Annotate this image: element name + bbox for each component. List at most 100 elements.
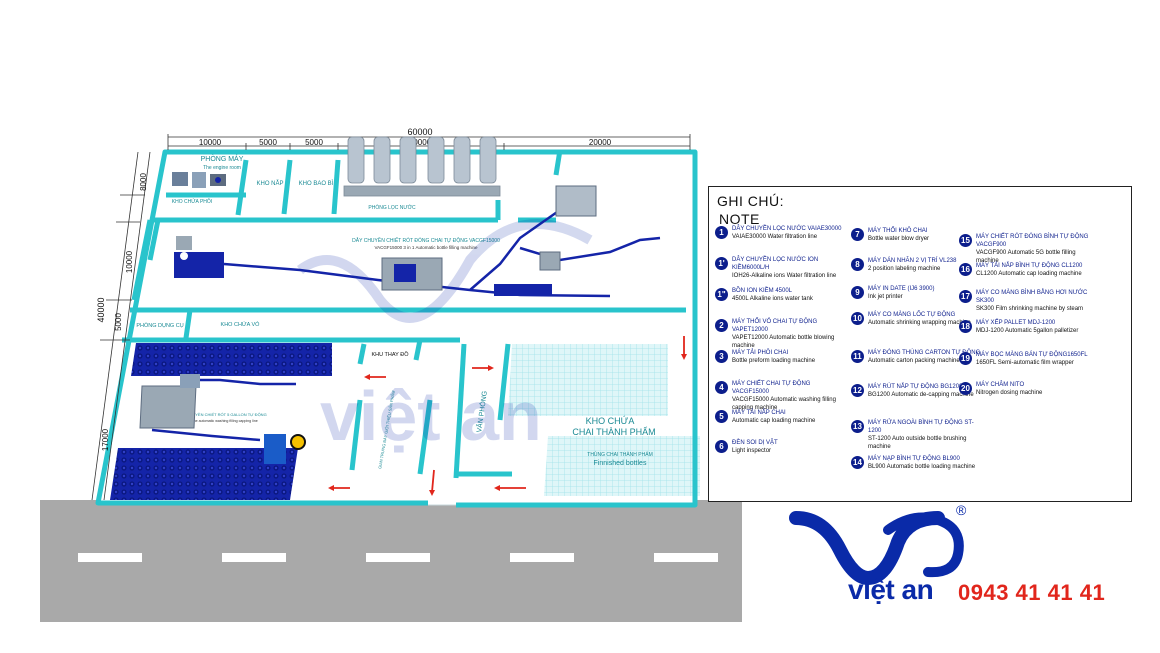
- room-engine-vn: PHÒNG MÁY: [201, 154, 244, 163]
- blowing-machine: [174, 236, 224, 278]
- legend-item-vn: MÁY TẢI NẮP BÌNH TỰ ĐỘNG CL1200: [976, 263, 1083, 269]
- legend-item-en: MDJ-1200 Automatic 5gallon palletizer: [976, 328, 1079, 334]
- crate-storage-bottom: [110, 448, 298, 500]
- legend-item-en: ST-1200 Auto outside bottle brushing mac…: [868, 436, 967, 450]
- legend-item-vn: MÁY CHIẾT CHAI TỰ ĐỘNG VACGF15000: [732, 381, 811, 395]
- legend-item-vn: MÁY BỌC MÀNG BÁN TỰ ĐỘNG1650FL: [976, 352, 1088, 358]
- legend-item-text: MÁY TẢI NẮP CHAI Automatic cap loading ma…: [732, 409, 848, 425]
- line-subtitle: VACGF15000 3 in 1 Automatic bottle filli…: [375, 245, 478, 250]
- legend-item-number: 19: [959, 352, 972, 365]
- legend-item-text: MÁY CHIẾT RÓT ĐÓNG BÌNH TỰ ĐỘNG VACGF900…: [976, 233, 1092, 265]
- legend-item-vn: MÁY TẢI PHÔI CHAI: [732, 350, 789, 356]
- legend-item-en: SK300 Film shrinking machine by steam: [976, 306, 1084, 312]
- legend-item-text: MÁY CHÂM NITO Nitrogen dosing machine: [976, 381, 1092, 397]
- dim-left-4: 17000: [101, 428, 110, 451]
- legend-title: GHI CHÚ:: [717, 193, 784, 209]
- legend-item-text: MÁY IN DATE (IJ6 3900)Ink jet printer: [868, 285, 984, 301]
- brand-name: việt an: [848, 574, 934, 605]
- legend-item: 3 MÁY TẢI PHÔI CHAI Bottle preform loading…: [715, 349, 848, 365]
- legend-item-en: Nitrogen dosing machine: [976, 390, 1043, 396]
- legend-item-en: Automatic shrinking wrapping machine: [868, 320, 971, 326]
- legend-item-vn: MÁY XẾP PALLET MDJ-1200: [976, 320, 1056, 326]
- legend-item-number: 13: [851, 420, 864, 433]
- filtration-tanks: [343, 136, 501, 197]
- legend-item-en: BL900 Automatic bottle loading machine: [868, 464, 976, 470]
- room-tools: PHÒNG DỤNG CỤ: [136, 322, 183, 329]
- dim-top-4: 20000: [409, 138, 432, 147]
- legend-item-en: Automatic cap loading machine: [732, 418, 816, 424]
- registered-mark: ®: [956, 502, 967, 518]
- legend-item-vn: MÁY IN DATE (IJ6 3900): [868, 286, 935, 292]
- legend-item-text: MÁY TẢI PHÔI CHAI Bottle preform loading …: [732, 349, 848, 365]
- dim-left-total: 40000: [96, 297, 106, 322]
- room-finished-1: KHO CHỨA: [586, 416, 635, 426]
- room-preform: KHO CHỨA PHÔI: [172, 198, 212, 205]
- legend-item-number: 17: [959, 290, 972, 303]
- legend-item-number: 15: [959, 234, 972, 247]
- brand-logo: [789, 511, 964, 586]
- room-cap-store: KHO NẮP: [256, 179, 283, 187]
- packing-machines: [494, 185, 597, 296]
- room-finished-2: CHAI THÀNH PHẨM: [572, 426, 655, 437]
- legend-item-number: 8: [851, 258, 864, 271]
- legend-item-number: 3: [715, 350, 728, 363]
- room-box: KHO CHỨA VỎ: [221, 321, 261, 328]
- flow-arrows: [328, 336, 687, 496]
- dim-left-2: 10000: [125, 250, 134, 273]
- legend-item-vn: MÁY ĐÓNG THÙNG CARTON TỰ ĐỘNG: [868, 350, 981, 356]
- legend-item-number: 12: [851, 384, 864, 397]
- legend-item-vn: MÁY RÚT NẮP TỰ ĐỘNG BG1200: [868, 384, 963, 390]
- legend-item-en: Bottle preform loading machine: [732, 358, 816, 364]
- legend-item: 5 MÁY TẢI NẮP CHAI Automatic cap loading m…: [715, 409, 848, 425]
- legend-item: 15 MÁY CHIẾT RÓT ĐÓNG BÌNH TỰ ĐỘNG VACGF9…: [959, 233, 1092, 265]
- legend-item-number: 5: [715, 410, 728, 423]
- legend-item: 9 MÁY IN DATE (IJ6 3900)Ink jet printer: [851, 285, 984, 301]
- legend-item-vn: ĐÈN SOI DỊ VẬT: [732, 440, 778, 446]
- legend-item-number: 14: [851, 456, 864, 469]
- legend-item-vn: MÁY RỬA NGOÀI BÌNH TỰ ĐỘNG ST-1200: [868, 420, 974, 434]
- legend-item-number: 18: [959, 320, 972, 333]
- legend-item-en: VAPET12000 Automatic bottle blowing mach…: [732, 335, 835, 349]
- washing-line-vn: DÂY CHUYỀN CHIẾT RÓT 5 GALLON TỰ ĐỘNG: [177, 412, 266, 417]
- legend-item-number: 16: [959, 263, 972, 276]
- legend-item-vn: MÁY TẢI NẮP CHAI: [732, 410, 786, 416]
- watermark: việt an: [297, 219, 593, 455]
- crate-storage-top: [131, 343, 332, 376]
- legend-item-text: MÁY CO MÀNG LỐC TỰ ĐỘNG Automatic shrinki…: [868, 311, 984, 327]
- legend-item-vn: MÁY DÁN NHÃN 2 VỊ TRÍ VL238: [868, 258, 957, 264]
- legend-item-en: Bottle water blow dryer: [868, 236, 930, 242]
- legend-item-vn: DÂY CHUYỀN LỌC NƯỚC VAIAE30000: [732, 226, 842, 232]
- legend-item-number: 1: [715, 226, 728, 239]
- legend-item-number: 9: [851, 286, 864, 299]
- finished-goods-grid: [508, 344, 668, 416]
- line-title: DÂY CHUYỀN CHIẾT RÓT ĐÓNG CHAI TỰ ĐỘNG V…: [352, 237, 500, 244]
- legend-item-number: 11: [851, 350, 864, 363]
- legend-item-vn: MÁY CHÂM NITO: [976, 382, 1025, 388]
- legend-item-vn: MÁY CO MÀNG LỐC TỰ ĐỘNG: [868, 312, 956, 318]
- finished-bottles-grid: [544, 436, 700, 496]
- engine-room-machines: [172, 172, 226, 188]
